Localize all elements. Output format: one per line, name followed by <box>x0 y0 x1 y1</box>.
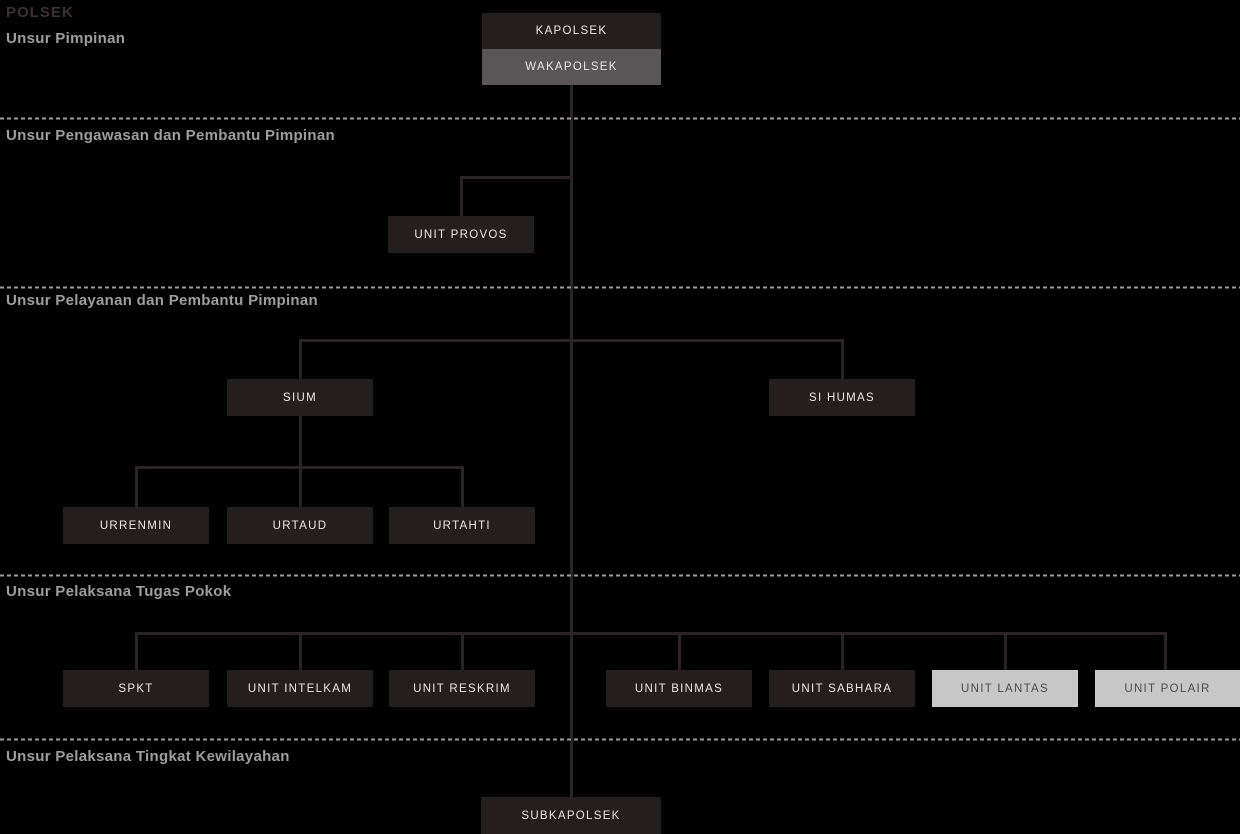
section-label-kewilayahan: Unsur Pelaksana Tingkat Kewilayahan <box>6 748 290 765</box>
section-label-pelaksana-pokok: Unsur Pelaksana Tugas Pokok <box>6 583 232 600</box>
node-si-humas: SI HUMAS <box>769 379 915 416</box>
node-spkt: SPKT <box>63 670 209 707</box>
node-kapolsek: KAPOLSEK <box>482 13 661 49</box>
node-urtahti: URTAHTI <box>389 507 535 544</box>
node-unit-polair: UNIT POLAIR <box>1095 670 1240 707</box>
section-label-pelayanan: Unsur Pelayanan dan Pembantu Pimpinan <box>6 292 319 309</box>
node-urtaud: URTAUD <box>227 507 373 544</box>
node-sium: SIUM <box>227 379 373 416</box>
connector-tugas-pokok-row <box>135 632 1167 670</box>
node-urrenmin: URRENMIN <box>63 507 209 544</box>
connector-sium-children <box>135 416 464 507</box>
node-unit-sabhara: UNIT SABHARA <box>769 670 915 707</box>
node-unit-lantas: UNIT LANTAS <box>932 670 1078 707</box>
node-unit-reskrim: UNIT RESKRIM <box>389 670 535 707</box>
connector-sium-sihumas <box>299 339 844 379</box>
node-unit-binmas: UNIT BINMAS <box>606 670 752 707</box>
node-wakapolsek: WAKAPOLSEK <box>482 49 661 85</box>
page-title: POLSEK <box>6 4 74 21</box>
connector-unit-provos <box>460 176 572 216</box>
node-unit-intelkam: UNIT INTELKAM <box>227 670 373 707</box>
node-unit-provos: UNIT PROVOS <box>388 216 534 253</box>
node-subkapolsek: SUBKAPOLSEK <box>481 797 661 834</box>
section-label-pimpinan: Unsur Pimpinan <box>6 30 126 47</box>
section-label-pengawasan: Unsur Pengawasan dan Pembantu Pimpinan <box>6 127 335 144</box>
